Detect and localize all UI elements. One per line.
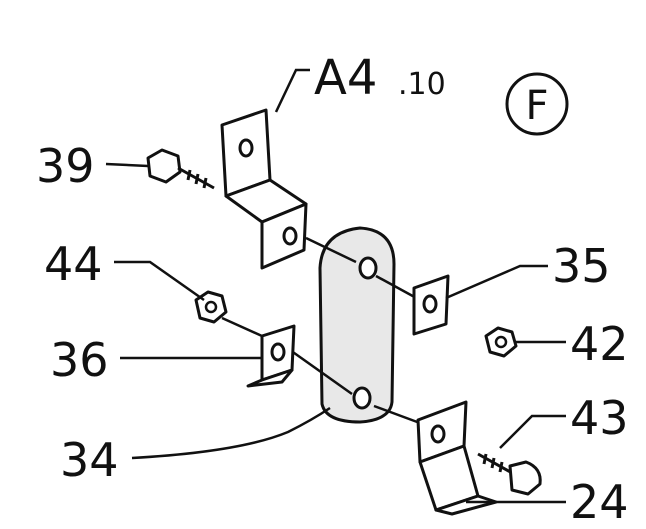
strap-34-body [318,226,396,424]
bolt-39-thread [186,169,192,181]
upper-bracket [220,108,308,270]
leader-35 [445,264,548,300]
strap-34 [318,226,396,424]
section-circle [505,72,569,136]
bolt-43-shank [477,452,515,476]
reference-sub: .10 [398,67,446,102]
reference-main: A4 [314,50,377,106]
bolt-43-thread [482,453,488,465]
upper-bracket-hole-bottom [282,226,298,246]
section-badge: F [505,72,569,136]
callout-39: 39 [36,139,95,193]
nut-44-hole [204,300,218,314]
bolt-43-thread [498,461,504,473]
alignment-line-left [289,348,353,396]
reference-label: A4 .10 [314,50,446,106]
washer-36 [246,324,296,388]
washer-35-hole [422,294,438,314]
callout-44: 44 [44,237,103,291]
bolt-43 [477,452,542,496]
bolt-39-thread [194,173,200,185]
washer-36-hole [270,342,286,362]
callout-35: 35 [552,239,611,293]
callout-24: 24 [570,475,629,524]
bolt-39-head [146,148,182,184]
washer-36-lip [246,368,294,388]
lower-bracket-hole [430,424,446,444]
upper-bracket-hole-top [238,138,254,158]
nut-42-hole [494,335,508,349]
nut-42 [484,326,518,358]
leader-43 [499,414,566,449]
callout-34: 34 [60,433,119,487]
bolt-43-thread [490,457,496,469]
bolt-39-thread [202,177,208,189]
section-label: F [525,83,548,129]
leader-reference [274,68,310,113]
alignment-line-upper [305,236,357,264]
leader-34 [131,406,331,460]
bolt-43-head [508,460,542,496]
bolt-39 [146,148,215,190]
strap-34-hole-top [358,256,378,280]
callout-42: 42 [570,317,629,371]
washer-35 [412,274,450,336]
leader-39 [105,162,149,168]
leader-44 [114,260,205,302]
strap-34-hole-bottom [352,386,372,410]
callout-36: 36 [50,333,109,387]
alignment-line-44 [221,316,263,338]
callout-43: 43 [570,391,629,445]
